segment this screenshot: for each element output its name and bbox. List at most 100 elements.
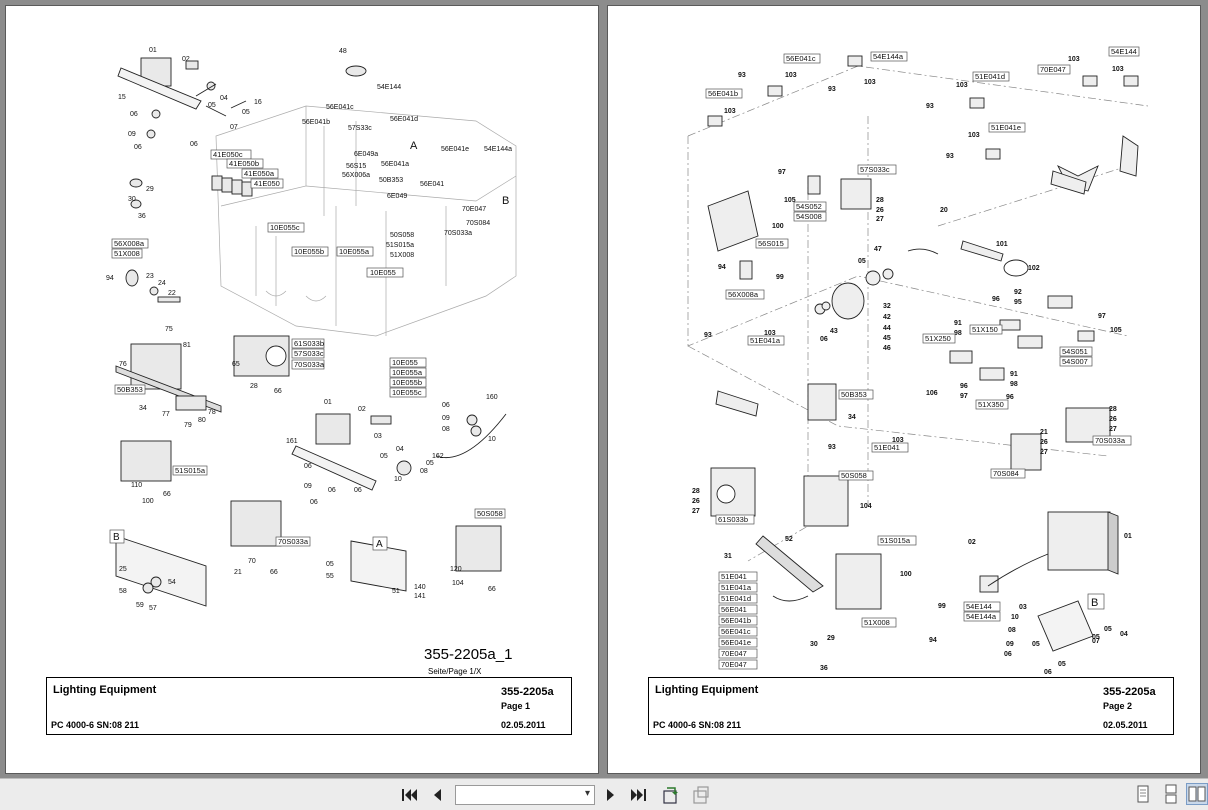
svg-text:51S015a: 51S015a (175, 466, 206, 475)
svg-text:54S051: 54S051 (1062, 347, 1088, 356)
single-page-view-icon[interactable] (1132, 783, 1154, 805)
svg-text:105: 105 (1110, 327, 1122, 334)
svg-text:06: 06 (442, 402, 450, 409)
svg-text:54S007: 54S007 (1062, 357, 1088, 366)
svg-text:160: 160 (486, 394, 498, 401)
svg-text:70E047: 70E047 (1040, 65, 1066, 74)
svg-text:66: 66 (488, 586, 496, 593)
svg-text:54S008: 54S008 (796, 212, 822, 221)
page-label: Page 1 (501, 701, 531, 711)
svg-text:103: 103 (864, 79, 876, 86)
svg-text:51E041: 51E041 (874, 443, 900, 452)
svg-text:54E144a: 54E144a (484, 146, 512, 153)
svg-text:66: 66 (274, 388, 282, 395)
svg-text:54E144: 54E144 (377, 84, 401, 91)
svg-text:26: 26 (876, 207, 884, 214)
svg-text:141: 141 (414, 593, 426, 600)
svg-text:51: 51 (392, 588, 400, 595)
svg-text:06: 06 (820, 336, 828, 343)
svg-text:104: 104 (452, 580, 464, 587)
svg-text:28: 28 (1109, 406, 1117, 413)
svg-text:70S033a: 70S033a (278, 537, 309, 546)
svg-text:93: 93 (926, 103, 934, 110)
previous-page-icon[interactable] (426, 784, 448, 806)
svg-text:58: 58 (119, 588, 127, 595)
svg-text:70S033a: 70S033a (444, 230, 472, 237)
svg-text:56E041c: 56E041c (786, 54, 816, 63)
svg-text:06: 06 (1004, 651, 1012, 658)
svg-text:21: 21 (234, 569, 242, 576)
svg-text:77: 77 (162, 411, 170, 418)
svg-text:01: 01 (324, 399, 332, 406)
svg-text:56E041c: 56E041c (326, 104, 354, 111)
svg-text:93: 93 (828, 86, 836, 93)
svg-text:04: 04 (220, 95, 228, 102)
svg-text:01: 01 (1124, 533, 1132, 540)
svg-text:31: 31 (724, 553, 732, 560)
svg-text:140: 140 (414, 584, 426, 591)
svg-text:28: 28 (876, 197, 884, 204)
svg-text:03: 03 (1019, 604, 1027, 611)
svg-text:100: 100 (772, 223, 784, 230)
svg-text:44: 44 (883, 325, 891, 332)
svg-text:27: 27 (1109, 426, 1117, 433)
svg-text:05: 05 (1104, 626, 1112, 633)
svg-text:10E055a: 10E055a (339, 247, 370, 256)
two-page-view-icon[interactable] (1186, 783, 1208, 805)
svg-text:54E144a: 54E144a (966, 612, 997, 621)
svg-text:96: 96 (960, 383, 968, 390)
svg-text:51X150: 51X150 (972, 325, 998, 334)
svg-text:56E041b: 56E041b (708, 89, 738, 98)
svg-text:51E041e: 51E041e (991, 123, 1021, 132)
svg-text:56E041c: 56E041c (721, 627, 751, 636)
page-select[interactable]: ▾ (455, 785, 595, 805)
svg-text:96: 96 (1006, 394, 1014, 401)
svg-text:08: 08 (420, 468, 428, 475)
svg-text:27: 27 (692, 508, 700, 515)
svg-text:06: 06 (354, 487, 362, 494)
svg-text:22: 22 (168, 290, 176, 297)
svg-text:05: 05 (208, 102, 216, 109)
svg-text:54E144: 54E144 (966, 602, 992, 611)
page-of-label: Seite/Page 1/X (428, 667, 482, 676)
svg-text:06: 06 (304, 463, 312, 470)
svg-text:70E047: 70E047 (721, 649, 747, 658)
svg-text:29: 29 (146, 186, 154, 193)
svg-text:65: 65 (232, 361, 240, 368)
svg-text:06: 06 (1044, 669, 1052, 676)
chevron-down-icon: ▾ (584, 788, 590, 799)
svg-text:23: 23 (146, 273, 154, 280)
svg-text:50S058: 50S058 (841, 471, 867, 480)
svg-text:30: 30 (810, 641, 818, 648)
svg-text:93: 93 (738, 72, 746, 79)
last-page-icon[interactable] (628, 784, 650, 806)
svg-text:56E041: 56E041 (721, 605, 747, 614)
svg-text:51S015a: 51S015a (386, 242, 414, 249)
svg-text:100: 100 (142, 498, 154, 505)
svg-text:09: 09 (1006, 641, 1014, 648)
svg-text:70S084: 70S084 (993, 469, 1019, 478)
svg-text:05: 05 (326, 561, 334, 568)
continuous-view-icon[interactable] (1160, 783, 1182, 805)
document-date: 02.05.2011 (501, 720, 546, 730)
first-page-icon[interactable] (398, 784, 420, 806)
svg-text:27: 27 (876, 216, 884, 223)
svg-text:07: 07 (230, 124, 238, 131)
svg-text:43: 43 (830, 328, 838, 335)
svg-text:61S033b: 61S033b (718, 515, 748, 524)
copy-page-icon[interactable] (690, 784, 712, 806)
rotate-page-icon[interactable] (660, 784, 682, 806)
svg-text:51E041d: 51E041d (721, 594, 751, 603)
svg-text:56X006a: 56X006a (342, 172, 370, 179)
svg-text:36: 36 (138, 213, 146, 220)
svg-text:93: 93 (828, 444, 836, 451)
svg-text:100: 100 (900, 571, 912, 578)
title-block-page-1: Lighting Equipment PC 4000-6 SN:08 211 3… (46, 677, 572, 735)
next-page-icon[interactable] (600, 784, 622, 806)
svg-text:80: 80 (198, 417, 206, 424)
svg-text:06: 06 (134, 144, 142, 151)
svg-text:10: 10 (488, 436, 496, 443)
svg-text:56X008a: 56X008a (114, 239, 145, 248)
svg-text:70S084: 70S084 (466, 220, 490, 227)
